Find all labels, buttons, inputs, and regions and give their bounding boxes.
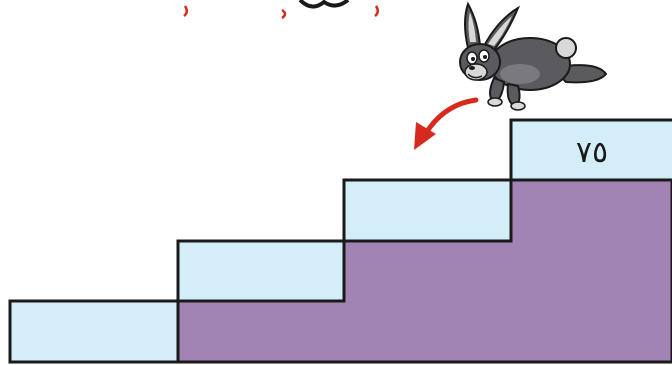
stair-step-4: ٧٥	[511, 120, 672, 180]
stair-step-2	[178, 241, 344, 301]
curved-arrow-icon	[414, 100, 476, 150]
stair-step-1	[10, 301, 178, 362]
rabbit-illustration	[460, 4, 606, 110]
cropped-title	[184, 0, 378, 18]
step-label-4: ٧٥	[576, 135, 608, 170]
stair-step-3	[344, 180, 511, 241]
